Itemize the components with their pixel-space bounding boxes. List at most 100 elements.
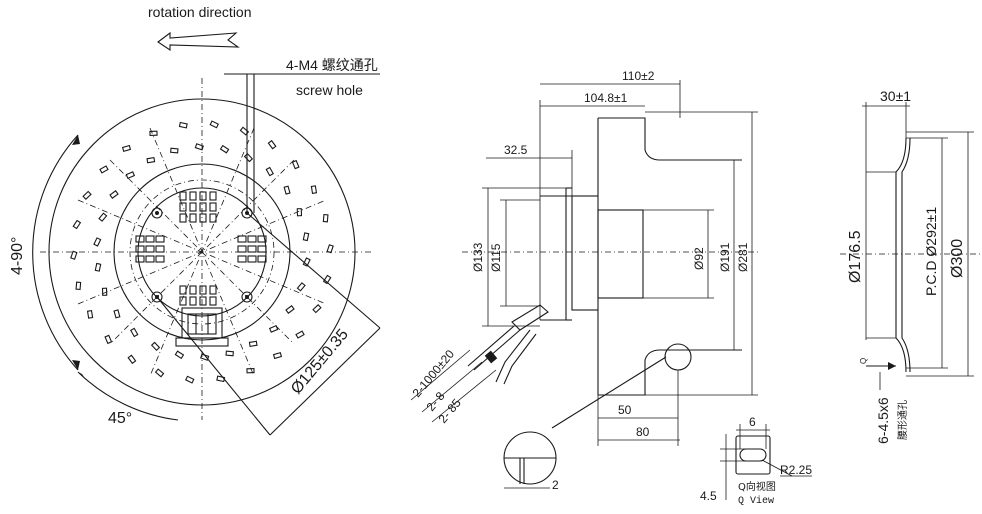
- dim-50-label: 50: [618, 403, 632, 417]
- dim-115-label: Ø115: [489, 243, 503, 272]
- blade-mark: [248, 340, 258, 347]
- vent-slot: [209, 191, 217, 201]
- hub-outer-circle: [113, 163, 291, 341]
- vent-slot: [179, 285, 187, 295]
- dim-4-5-label: 4.5: [700, 489, 717, 503]
- blade-mark: [150, 341, 161, 352]
- blade-mark: [75, 281, 82, 291]
- vent-slot: [237, 235, 247, 243]
- pcd-dim-line-3: [269, 327, 381, 436]
- blade-mark: [225, 350, 234, 357]
- dim-32-label: 32.5: [504, 143, 528, 157]
- blade-marks: [70, 120, 334, 384]
- connector-box: [175, 307, 229, 347]
- dim-133-label: Ø133: [471, 242, 485, 272]
- angle-45-label: 45°: [108, 410, 132, 427]
- vent-slot: [155, 255, 165, 263]
- q-view: 6 R2.25 4.5 Q向视图 Q View: [700, 415, 812, 507]
- blade-mark: [94, 262, 102, 272]
- dim-104-label: 104.8±1: [584, 91, 628, 105]
- radial-lines: [77, 127, 327, 377]
- vent-slot: [189, 191, 197, 201]
- impeller-bottom-profile: [598, 349, 742, 396]
- blade-mark: [146, 157, 156, 164]
- motor-hub: [597, 209, 644, 299]
- blade-mark: [184, 375, 195, 384]
- screw-hole-label-cn: 4-M4 螺纹通孔: [286, 57, 378, 73]
- vent-slot: [209, 285, 217, 295]
- detail-circle: [503, 431, 557, 489]
- blade-mark: [113, 309, 121, 319]
- blade-mark: [295, 330, 305, 339]
- vent-slot: [179, 296, 187, 306]
- blade-mark: [322, 213, 329, 223]
- vent-slot: [247, 245, 257, 253]
- vent-slot: [179, 191, 187, 201]
- blade-mark: [127, 354, 137, 365]
- blade-mark: [302, 232, 310, 242]
- blade-mark: [322, 274, 332, 285]
- vent-slot: [209, 213, 217, 223]
- blade-mark: [283, 185, 291, 195]
- cable-assembly: [467, 304, 549, 385]
- vent-slot: [247, 235, 257, 243]
- pcd-dim-line: [246, 212, 381, 329]
- vent-slot: [209, 296, 217, 306]
- blade-mark: [130, 327, 139, 338]
- blade-mark: [219, 144, 230, 154]
- blade-mark: [272, 352, 283, 360]
- vent-slot: [179, 202, 187, 212]
- vent-slot: [135, 255, 145, 263]
- pcd-292-label: P.C.D Ø292±1: [923, 207, 939, 296]
- vent-slot: [189, 296, 197, 306]
- blade-mark: [104, 334, 113, 345]
- vent-slot: [135, 245, 145, 253]
- blade-mark: [265, 166, 274, 177]
- slots-label: 6-4.5x6: [875, 397, 891, 444]
- blade-mark: [170, 147, 179, 154]
- q-view-frame: [735, 435, 771, 475]
- blade-mark: [291, 159, 300, 170]
- blade-mark: [312, 304, 322, 314]
- r225-label: R2.25: [780, 463, 812, 477]
- vent-slot: [189, 202, 197, 212]
- blade-mark: [101, 287, 108, 296]
- blade-mark: [296, 282, 306, 292]
- vent-slot: [145, 255, 155, 263]
- vent-slot: [199, 213, 207, 223]
- blade-mark: [86, 309, 94, 319]
- blade-mark: [310, 185, 318, 195]
- ring-view: 30±1 Ø176.5 P.C.D Ø292±1 Ø300 Q 6-4.5x6 …: [840, 88, 980, 444]
- ring-profile-inner: [901, 137, 911, 373]
- dim-281-label: Ø281: [736, 242, 750, 272]
- vent-slot: [257, 255, 267, 263]
- hub-pcd-circle: [129, 179, 275, 325]
- screw-holes: [151, 207, 253, 303]
- blade-mark: [109, 190, 119, 199]
- blade-mark: [82, 190, 92, 200]
- vent-slots: [135, 191, 267, 306]
- cable-dims: [410, 349, 497, 423]
- vent-slot: [179, 213, 187, 223]
- q-view-label-cn: Q向视图: [738, 480, 776, 493]
- impeller-top-profile: [598, 117, 742, 161]
- blade-mark: [125, 171, 136, 180]
- slot-shape: [739, 448, 767, 462]
- blade-mark: [149, 130, 158, 137]
- blade-mark: [93, 237, 102, 247]
- side-view: 110±2 104.8±1 32.5 Ø133 Ø115 Ø92 Ø191: [410, 69, 760, 492]
- r225-leader: [761, 459, 793, 477]
- vent-slot: [257, 235, 267, 243]
- vent-slot: [199, 285, 207, 295]
- ring-profile-outer: [895, 137, 907, 373]
- vent-slot: [189, 213, 197, 223]
- q-view-label-en: Q View: [738, 495, 774, 507]
- vent-slot: [209, 202, 217, 212]
- angle-span-arc: [32, 134, 79, 371]
- dim-30-label: 30±1: [880, 88, 911, 104]
- detail-leader: [551, 356, 667, 429]
- dim-6-label: 6: [749, 415, 756, 429]
- blade-mark: [99, 165, 109, 174]
- blade-mark: [72, 219, 82, 230]
- front-view: rotation direction: [9, 4, 381, 436]
